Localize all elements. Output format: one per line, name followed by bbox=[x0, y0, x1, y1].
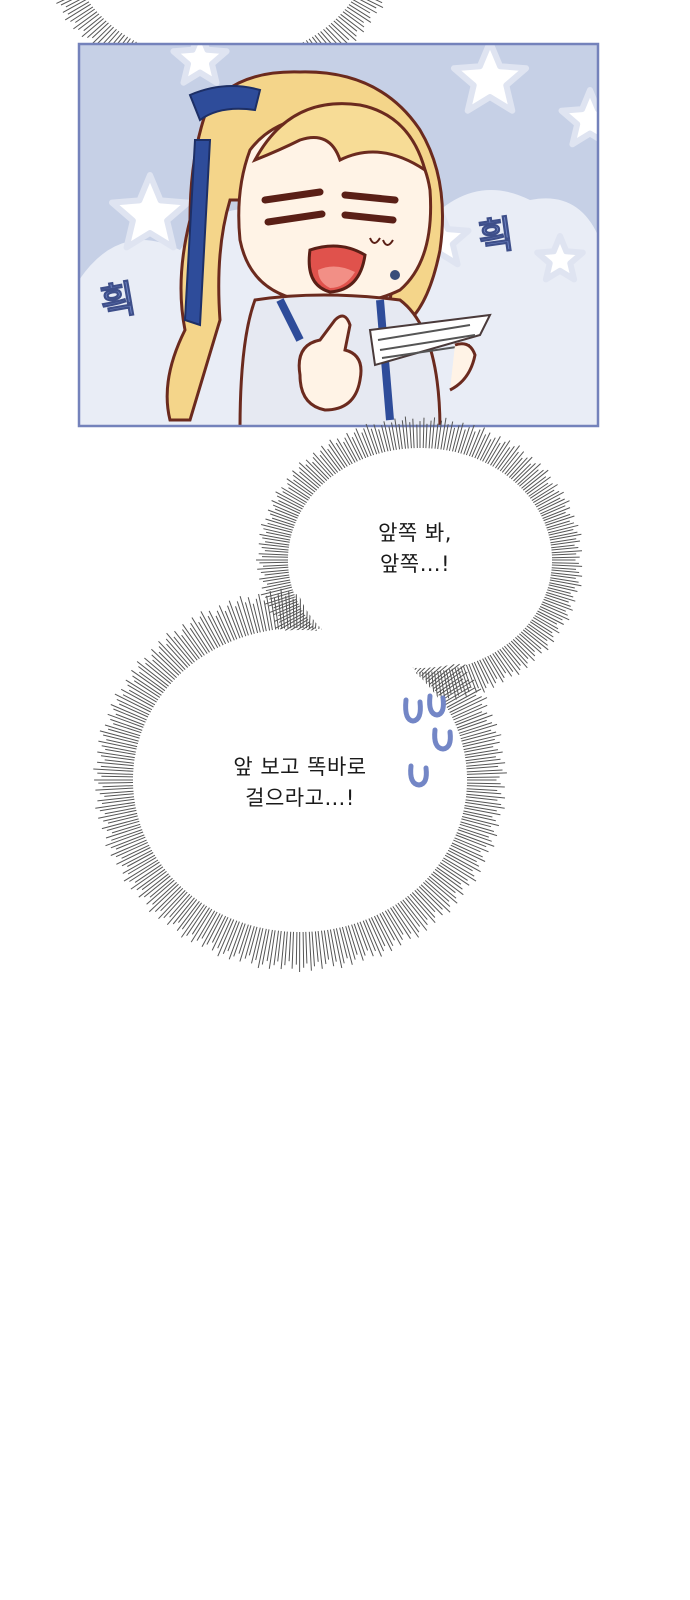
speech-bubble-2 bbox=[93, 452, 548, 973]
sfx-right: 흭 bbox=[475, 211, 517, 261]
bubble-2-line-1: 앞 보고 똑바로 bbox=[233, 755, 367, 779]
bubble-overlap-cover bbox=[292, 452, 548, 668]
sweat-mark bbox=[408, 763, 429, 788]
sweat-mark bbox=[432, 727, 453, 752]
bubble-1-line-1: 앞쪽 봐, bbox=[378, 521, 452, 545]
sweat-mark bbox=[403, 697, 423, 724]
bubble-body bbox=[135, 630, 465, 930]
bubble-1-line-2: 앞쪽…! bbox=[379, 552, 451, 576]
star-shape bbox=[450, 44, 530, 114]
bubble-2-line-2: 걸으라고…! bbox=[245, 786, 355, 810]
comic-panel bbox=[77, 42, 600, 428]
bubble-2-text: 앞 보고 똑바로 걸으라고…! bbox=[200, 752, 400, 814]
star-shape bbox=[170, 44, 230, 86]
bubble-1-text: 앞쪽 봐, 앞쪽…! bbox=[340, 518, 490, 580]
sweat-marks bbox=[403, 693, 453, 788]
chibi-character-illustration bbox=[165, 70, 492, 426]
star-shape bbox=[558, 87, 598, 148]
star-shape bbox=[109, 172, 191, 251]
star-shape bbox=[534, 233, 586, 283]
sweat-mark bbox=[427, 693, 446, 718]
